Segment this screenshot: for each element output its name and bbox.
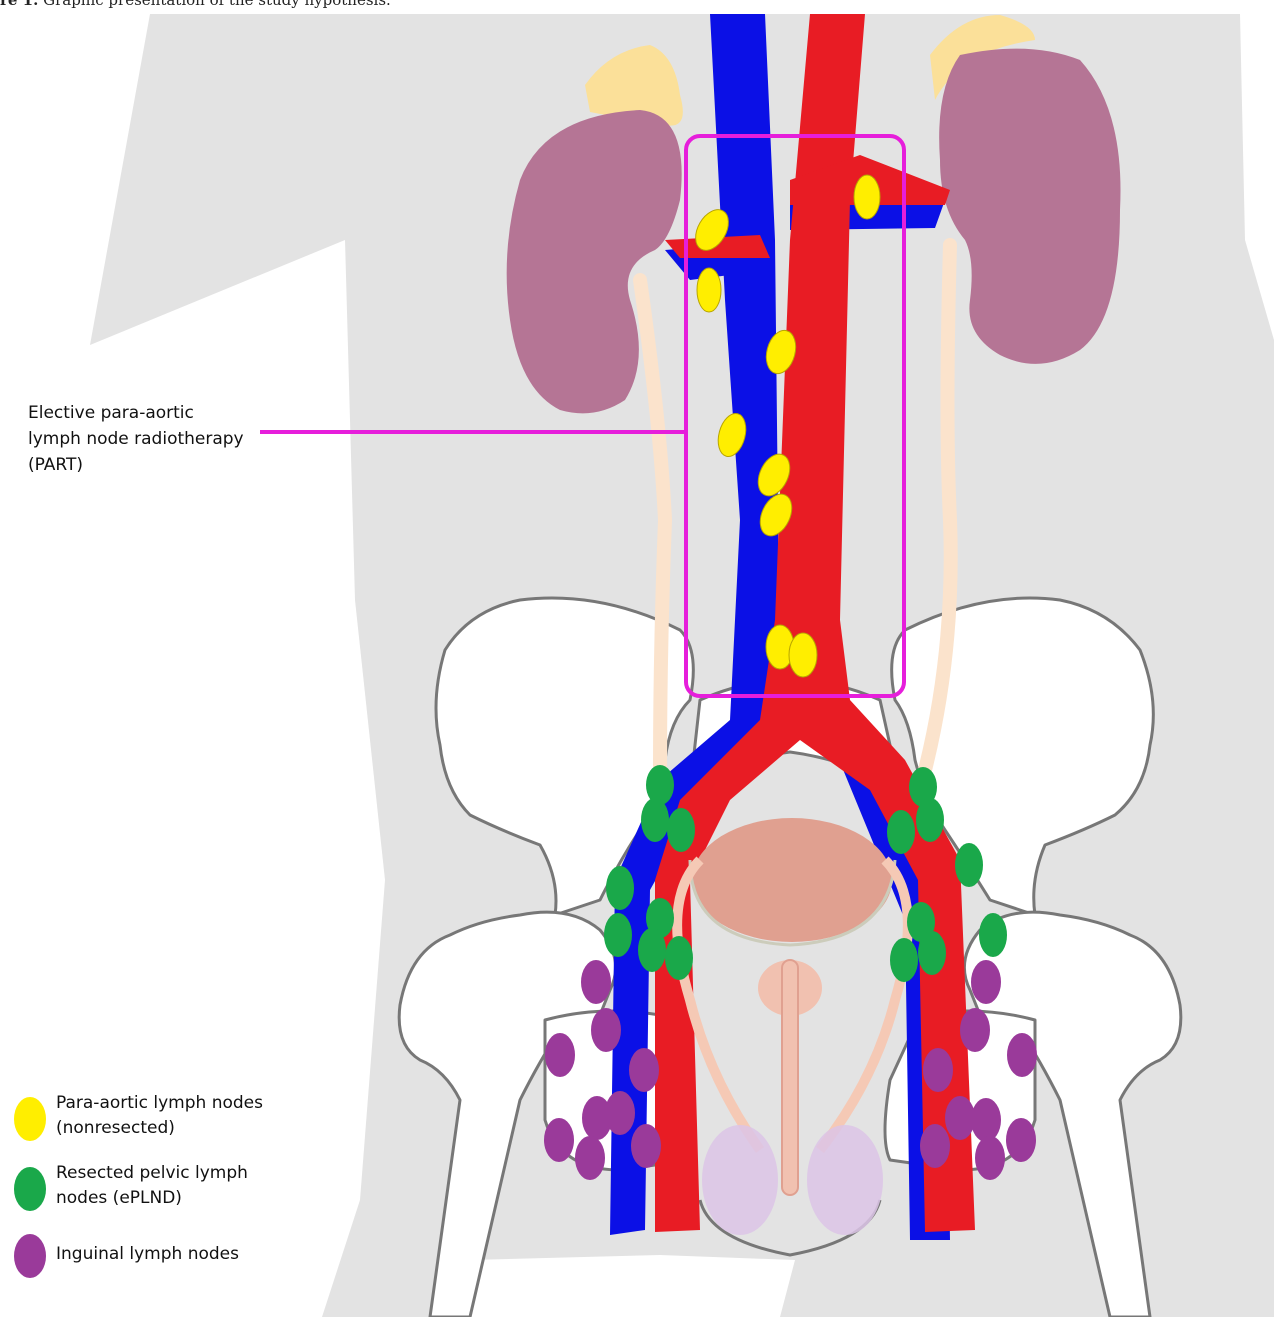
legend-label: Inguinal lymph nodes [56, 1242, 239, 1267]
pelvic-node [646, 765, 674, 805]
pelvic-node [916, 798, 944, 842]
part-label: Elective para-aortic lymph node radiothe… [28, 400, 244, 478]
legend-label: Para-aortic lymph nodes (nonresected) [56, 1091, 263, 1141]
inguinal-node [581, 960, 611, 1004]
inguinal-node [1007, 1033, 1037, 1077]
inguinal-node [971, 1098, 1001, 1142]
pelvic-node [638, 928, 666, 972]
inguinal-node [960, 1008, 990, 1052]
pelvic-node [667, 808, 695, 852]
inguinal-node [975, 1136, 1005, 1180]
purple-blob-icon [14, 1234, 46, 1278]
inguinal-node [544, 1118, 574, 1162]
testis-left [702, 1125, 778, 1235]
green-oval-icon [14, 1167, 46, 1211]
pelvic-node [979, 913, 1007, 957]
para-aortic-node [854, 175, 880, 219]
part-label-line-2: lymph node radiotherapy [28, 426, 244, 452]
inguinal-node [591, 1008, 621, 1052]
legend-label: Resected pelvic lymph nodes (ePLND) [56, 1161, 248, 1211]
part-label-line-1: Elective para-aortic [28, 400, 244, 426]
inguinal-node [1006, 1118, 1036, 1162]
pelvic-node [955, 843, 983, 887]
para-aortic-node [789, 633, 817, 677]
inguinal-node [575, 1136, 605, 1180]
legend-item-pelvic: Resected pelvic lymph nodes (ePLND) [10, 1165, 310, 1217]
inguinal-node [971, 960, 1001, 1004]
legend-item-para-aortic: Para-aortic lymph nodes (nonresected) [10, 1095, 310, 1147]
inguinal-node [629, 1048, 659, 1092]
legend-item-inguinal: Inguinal lymph nodes [10, 1232, 310, 1284]
pelvic-node [641, 798, 669, 842]
pelvic-node [604, 913, 632, 957]
pelvic-node [665, 936, 693, 980]
urethra [782, 960, 798, 1195]
pelvic-node [887, 810, 915, 854]
inguinal-node [631, 1124, 661, 1168]
yellow-oval-icon [14, 1097, 46, 1141]
testis-right [807, 1125, 883, 1235]
inguinal-node [923, 1048, 953, 1092]
part-label-line-3: (PART) [28, 452, 244, 478]
inguinal-node [605, 1091, 635, 1135]
inguinal-node [545, 1033, 575, 1077]
pelvic-node [606, 866, 634, 910]
pelvic-node [918, 931, 946, 975]
pelvic-node [890, 938, 918, 982]
inguinal-node [945, 1096, 975, 1140]
inguinal-node [920, 1124, 950, 1168]
para-aortic-node [697, 268, 721, 312]
